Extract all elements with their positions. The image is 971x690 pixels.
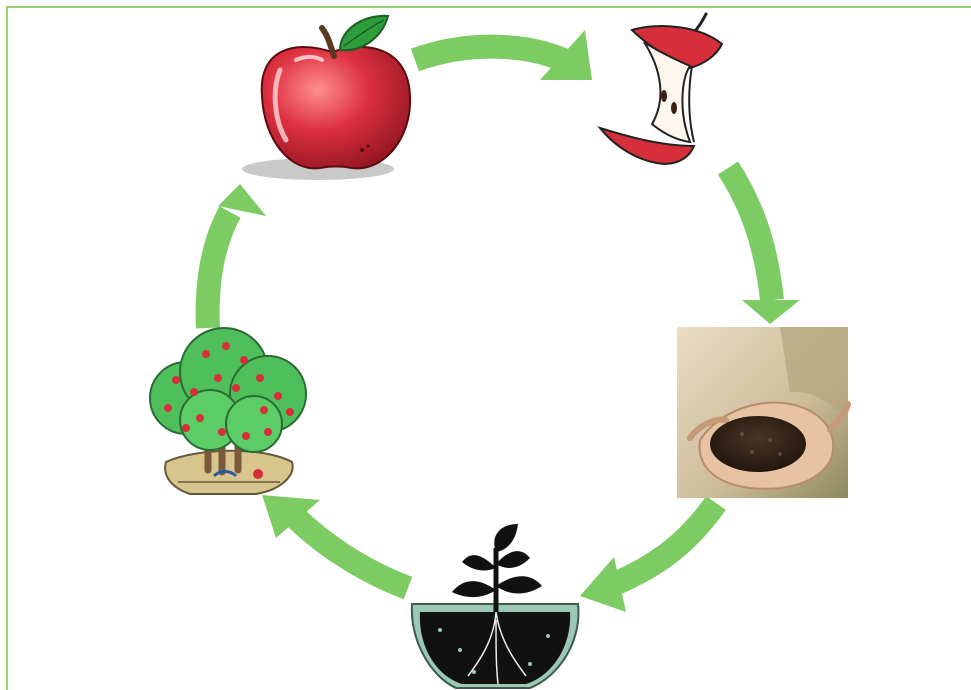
arrow-apple-to-core — [415, 30, 592, 80]
arrow-seedling-to-tree — [262, 495, 408, 588]
apple-icon — [242, 16, 410, 180]
arrow-tree-to-apple — [208, 184, 266, 328]
apple-tree-icon — [150, 328, 306, 494]
apple-core-icon — [600, 14, 722, 164]
arrow-core-to-compost — [728, 168, 800, 324]
sprouting-seedling-icon — [412, 524, 579, 688]
hands-holding-soil-icon — [677, 327, 848, 498]
arrow-compost-to-seedling — [580, 503, 716, 612]
